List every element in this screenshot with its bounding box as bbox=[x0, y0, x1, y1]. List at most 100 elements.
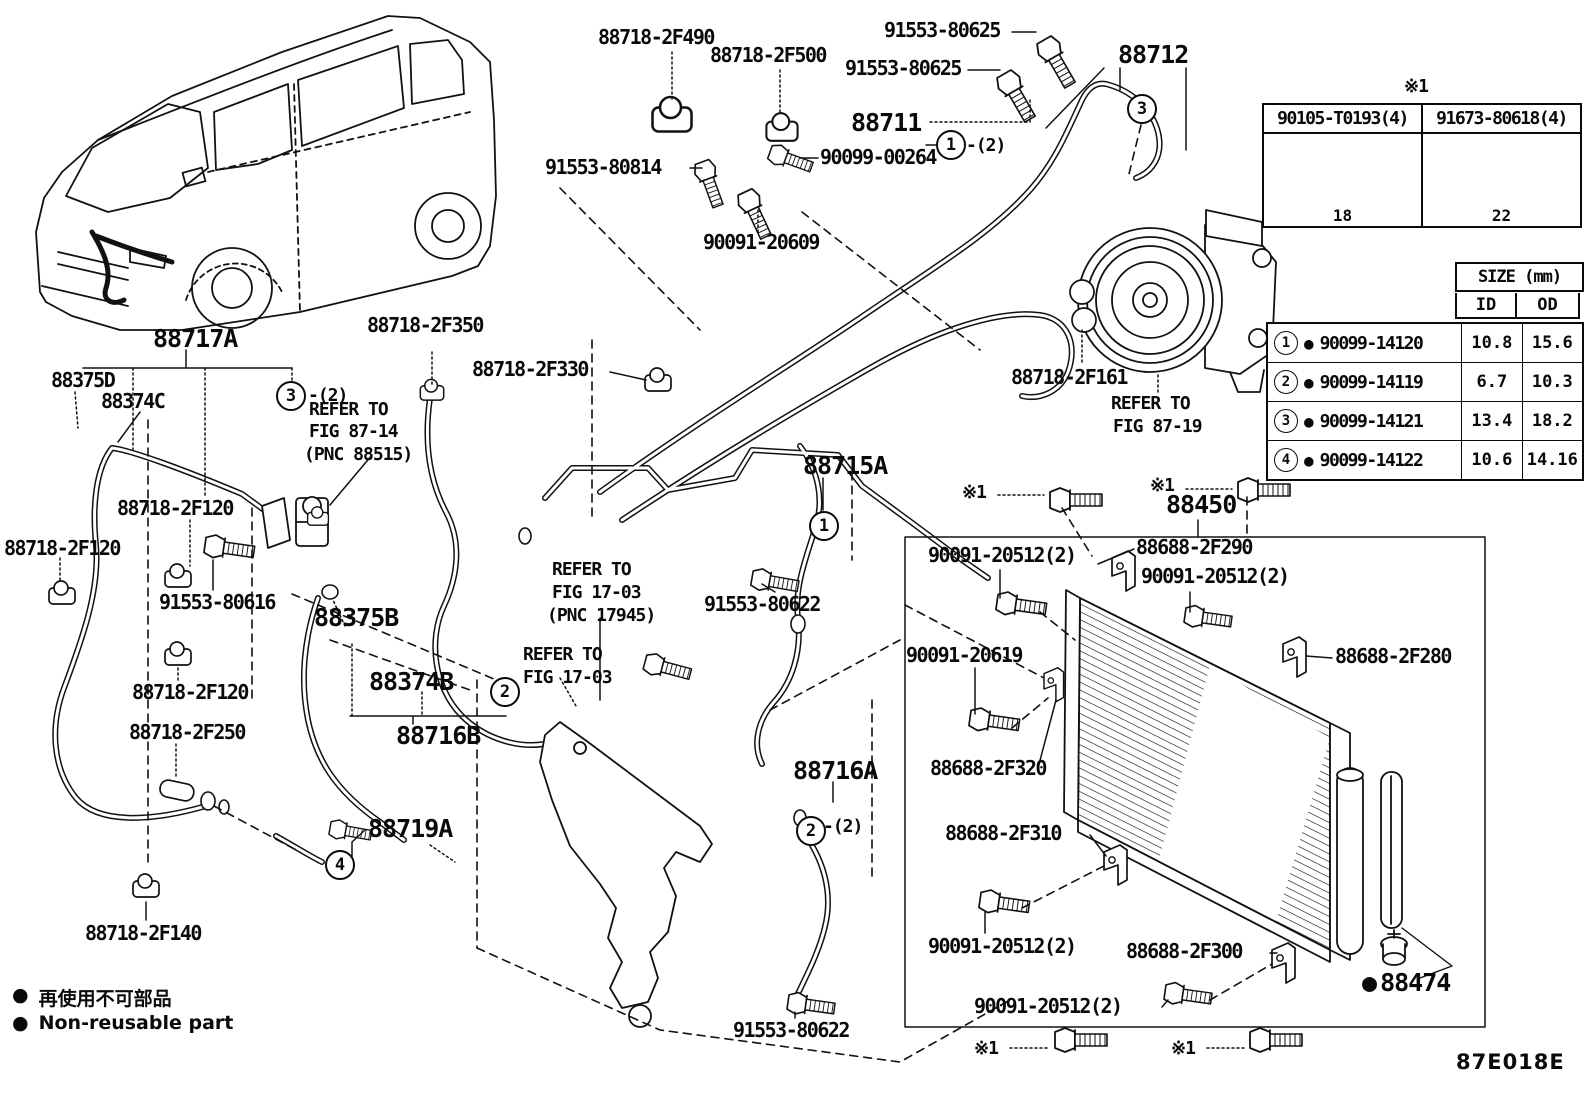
leader-lines bbox=[59, 31, 1333, 1049]
label-91553-80625-a: 91553-80625 bbox=[884, 18, 1001, 42]
drier-cap bbox=[1380, 929, 1408, 966]
label-90099-00264: 90099-00264 bbox=[820, 145, 937, 169]
label-88688-2F290: 88688-2F290 bbox=[1136, 535, 1253, 559]
legend-en: ● Non-reusable part bbox=[12, 1012, 234, 1034]
label-91553-80616: 91553-80616 bbox=[159, 590, 276, 614]
fastener-length-left: 18 bbox=[1332, 206, 1353, 225]
dashed-construction-lines bbox=[147, 124, 1273, 1063]
label-91553-80814: 91553-80814 bbox=[545, 155, 662, 179]
label-88474: ●88474 bbox=[1362, 968, 1451, 997]
size-part-1: 90099-14120 bbox=[1319, 332, 1424, 354]
label-88717A: 88717A bbox=[153, 324, 238, 353]
legend-jp: ● 再使用不可部品 bbox=[12, 984, 172, 1010]
fastener-cell-right: 22 bbox=[1423, 134, 1580, 226]
label-90091-20619: 90091-20619 bbox=[906, 643, 1023, 667]
label-88688-2F320: 88688-2F320 bbox=[930, 756, 1047, 780]
size-od-3: 18.2 bbox=[1521, 402, 1582, 440]
label-refer-17-03a-l2: FIG 17-03 bbox=[552, 582, 642, 603]
label-refer-17-03a-l1: REFER TO bbox=[552, 559, 632, 580]
size-od-4: 14.16 bbox=[1521, 441, 1582, 479]
non-reusable-bullet-icon: ● bbox=[1304, 372, 1314, 392]
size-od-2: 10.3 bbox=[1521, 363, 1582, 401]
label-88718-2F140: 88718-2F140 bbox=[85, 921, 202, 945]
size-table-title: SIZE (mm) bbox=[1455, 262, 1584, 292]
pipe-clamps bbox=[48, 95, 1097, 898]
label-88718-2F120-a: 88718-2F120 bbox=[4, 536, 121, 560]
non-reusable-bullet-icon: ● bbox=[12, 1012, 29, 1034]
label-88716A: 88716A bbox=[793, 756, 878, 785]
label-88375B: 88375B bbox=[314, 603, 399, 632]
label-88712: 88712 bbox=[1118, 40, 1189, 69]
non-reusable-bullet-icon: ● bbox=[1362, 968, 1377, 997]
label-88716B: 88716B bbox=[396, 721, 481, 750]
label-88719A: 88719A bbox=[368, 814, 453, 843]
label-88374B: 88374B bbox=[369, 667, 454, 696]
size-od-1: 15.6 bbox=[1521, 324, 1582, 362]
size-ref-3: 3 bbox=[1274, 409, 1298, 433]
ref-circle-2-a: 2 bbox=[490, 677, 520, 707]
label-refer-87-14-l3: (PNC 88515) bbox=[304, 444, 413, 465]
fastener-part-right: 91673-80618(4) bbox=[1436, 108, 1568, 129]
label-qty-2-c: -(2) bbox=[823, 816, 863, 837]
non-reusable-bullet-icon: ● bbox=[1304, 450, 1314, 470]
size-id-1: 10.8 bbox=[1461, 324, 1521, 362]
label-refer-17-03a-l3: (PNC 17945) bbox=[547, 605, 656, 626]
label-note-star1-d: ※1 bbox=[1171, 1038, 1196, 1059]
label-88718-2F161: 88718-2F161 bbox=[1011, 365, 1128, 389]
size-part-2: 90099-14119 bbox=[1319, 371, 1424, 393]
label-refer-17-03b-l1: REFER TO bbox=[523, 644, 603, 665]
size-table-od-header: OD bbox=[1517, 293, 1580, 319]
non-reusable-bullet-icon: ● bbox=[1304, 333, 1314, 353]
label-refer-17-03b-l2: FIG 17-03 bbox=[523, 667, 613, 688]
fastener-part-left: 90105-T0193(4) bbox=[1264, 105, 1423, 132]
label-91553-80625-b: 91553-80625 bbox=[845, 56, 962, 80]
ref-circle-2-b: 2 bbox=[796, 816, 826, 846]
label-91553-80622-a: 91553-80622 bbox=[704, 592, 821, 616]
fastener-length-right: 22 bbox=[1491, 206, 1512, 225]
label-88711: 88711 bbox=[851, 108, 922, 137]
label-refer-87-19-l1: REFER TO bbox=[1111, 393, 1191, 414]
label-90091-20512-a: 90091-20512(2) bbox=[928, 543, 1077, 567]
ref-circle-3-a: 3 bbox=[276, 381, 306, 411]
label-note-star1-c: ※1 bbox=[974, 1038, 999, 1059]
label-note-star1-a: ※1 bbox=[962, 482, 987, 503]
fastener-table: 90105-T0193(4) 91673-80618(4) 18 22 bbox=[1262, 103, 1582, 228]
compressor-illustration bbox=[1077, 209, 1277, 393]
label-88718-2F120-b: 88718-2F120 bbox=[117, 496, 234, 520]
ref-circle-3-b: 3 bbox=[1127, 94, 1157, 124]
fastener-cell-left: 18 bbox=[1264, 134, 1423, 226]
label-88715A: 88715A bbox=[803, 451, 888, 480]
label-88450: 88450 bbox=[1166, 490, 1237, 519]
label-88718-2F490: 88718-2F490 bbox=[598, 25, 715, 49]
label-88375D: 88375D bbox=[51, 368, 116, 392]
drawing-code: 87E018E bbox=[1456, 1050, 1565, 1074]
label-91553-80622-b: 91553-80622 bbox=[733, 1018, 850, 1042]
label-88718-2F500: 88718-2F500 bbox=[710, 43, 827, 67]
label-90091-20512-b: 90091-20512(2) bbox=[1141, 564, 1290, 588]
ref-circle-1-a: 1 bbox=[936, 130, 966, 160]
label-88688-2F280: 88688-2F280 bbox=[1335, 644, 1452, 668]
non-reusable-bullet-icon: ● bbox=[1304, 411, 1314, 431]
van-illustration bbox=[35, 15, 497, 331]
label-note-star1-b: ※1 bbox=[1150, 475, 1175, 496]
size-table-id-header: ID bbox=[1455, 293, 1517, 319]
size-ref-4: 4 bbox=[1274, 448, 1298, 472]
size-table-row-3: 3 ● 90099-14121 13.4 18.2 bbox=[1268, 401, 1582, 440]
fastener-table-note: ※1 bbox=[1404, 76, 1429, 97]
label-qty-2-a: -(2) bbox=[966, 135, 1006, 156]
size-part-3: 90099-14121 bbox=[1319, 410, 1424, 432]
mounting-bracket-large bbox=[539, 721, 713, 1028]
label-88718-2F330: 88718-2F330 bbox=[472, 357, 589, 381]
label-90091-20512-d: 90091-20512(2) bbox=[974, 994, 1123, 1018]
size-ref-2: 2 bbox=[1274, 370, 1298, 394]
size-table: 1 ● 90099-14120 10.8 15.6 2 ● 90099-1411… bbox=[1266, 322, 1584, 481]
label-88688-2F310: 88688-2F310 bbox=[945, 821, 1062, 845]
non-reusable-bullet-icon: ● bbox=[12, 984, 29, 1006]
label-88688-2F300: 88688-2F300 bbox=[1126, 939, 1243, 963]
size-id-3: 13.4 bbox=[1461, 402, 1521, 440]
label-qty-2-b: -(2) bbox=[308, 385, 348, 406]
ref-circle-1-b: 1 bbox=[809, 511, 839, 541]
label-refer-87-19-l2: FIG 87-19 bbox=[1113, 416, 1203, 437]
condenser-illustration bbox=[904, 536, 1486, 1028]
